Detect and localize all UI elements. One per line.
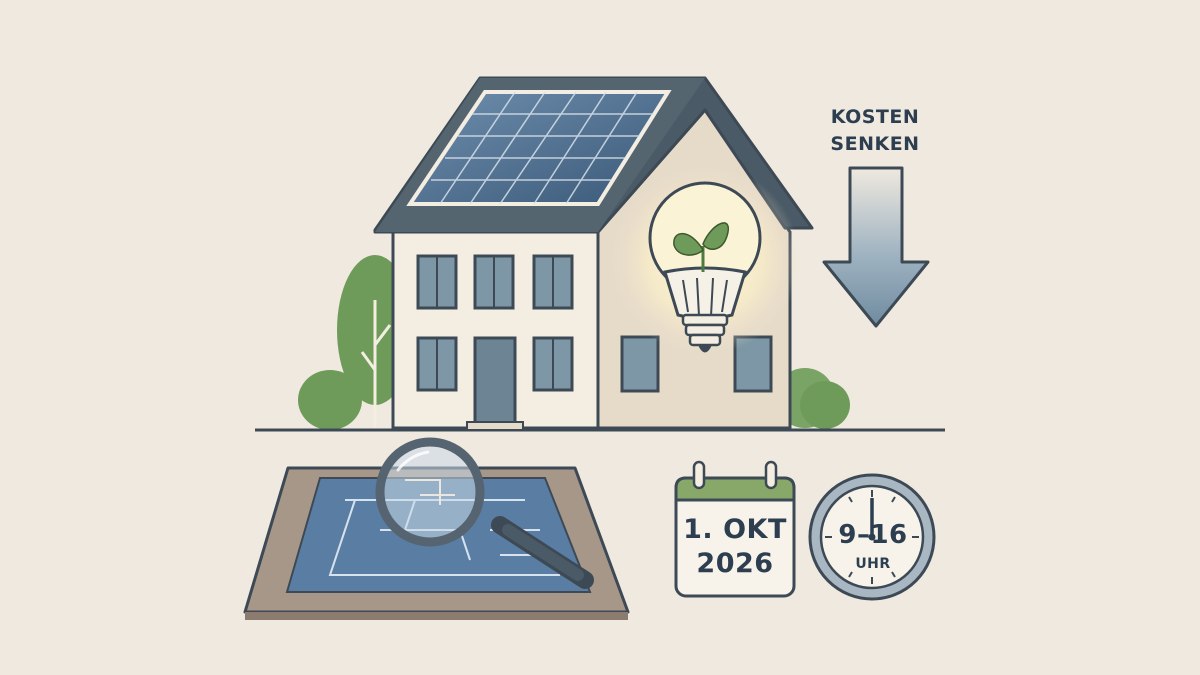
clock-unit-text: UHR (855, 556, 891, 572)
arrow-label-line1: KOSTEN (830, 106, 920, 128)
down-arrow-icon (822, 166, 930, 328)
arrow-label-line2: SENKEN (830, 133, 920, 155)
clock-hours-text: 9–16 (838, 520, 908, 550)
light-bulb-icon (610, 165, 800, 355)
calendar-date-year: 2026 (696, 548, 774, 579)
magnifying-glass-icon (375, 437, 594, 589)
leaf-icon (673, 222, 730, 272)
clock-icon (808, 473, 936, 601)
calendar-date-day: 1. OKT (683, 514, 787, 545)
calendar-icon (674, 460, 796, 598)
solar-panel-icon (406, 90, 672, 206)
